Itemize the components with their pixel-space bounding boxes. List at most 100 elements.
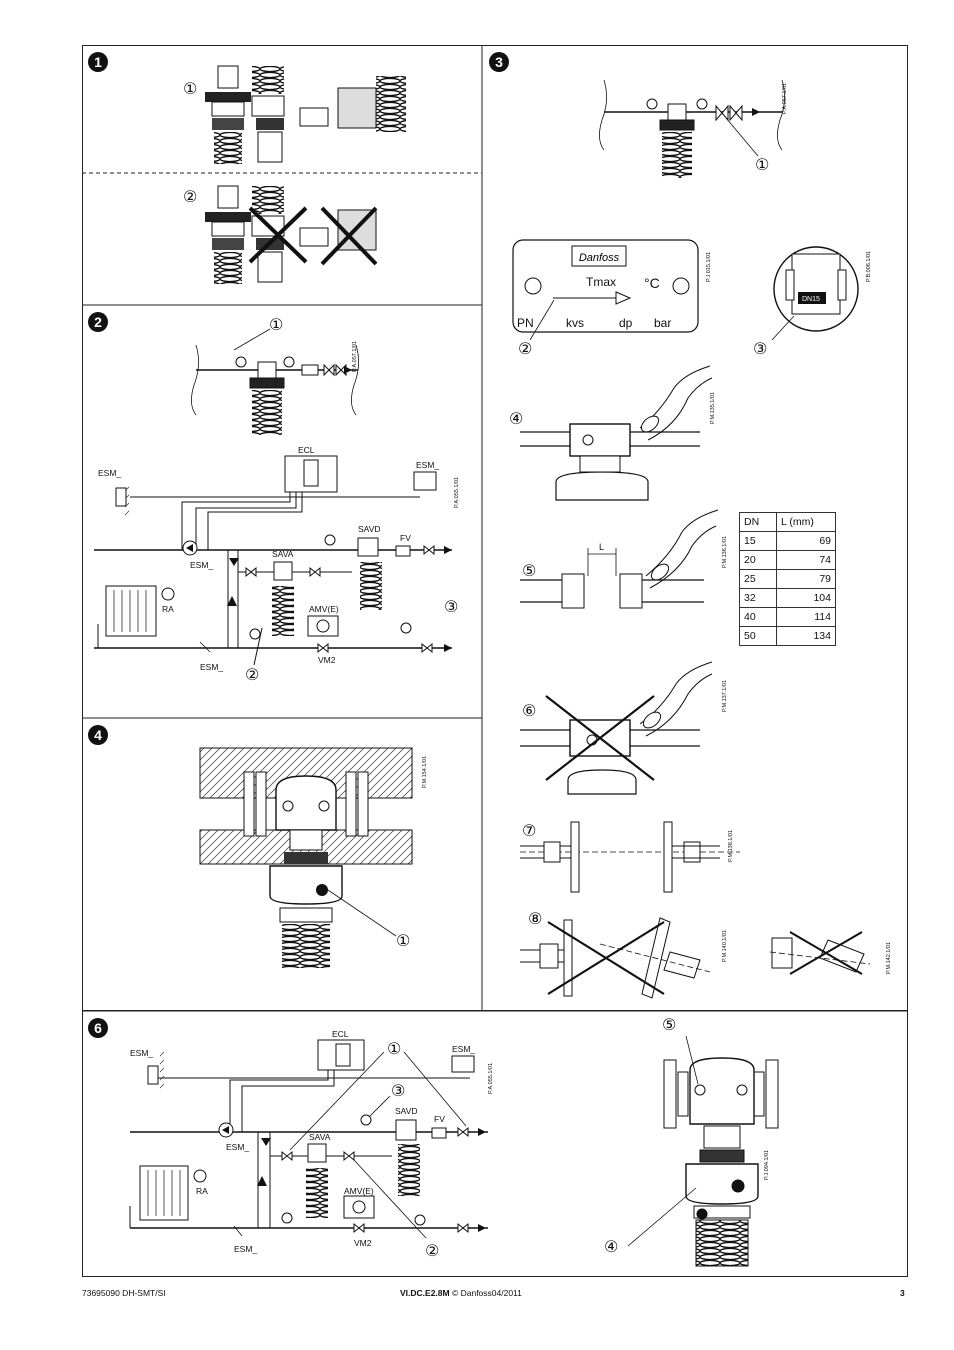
cell-length: 74 bbox=[776, 550, 836, 570]
label-sava: SAVA bbox=[272, 549, 294, 559]
callout-1: ① bbox=[755, 157, 769, 174]
label-ra: RA bbox=[162, 604, 174, 614]
footer-copyright: © Danfoss04/2011 bbox=[449, 1288, 522, 1298]
section-3-welding-steps bbox=[520, 365, 871, 999]
label-esm: ESM_ bbox=[200, 662, 223, 672]
label-fv: FV bbox=[400, 533, 411, 543]
cell-dn: 25 bbox=[739, 569, 777, 589]
cell-length: 69 bbox=[776, 531, 836, 551]
label-esm: ESM_ bbox=[130, 1048, 153, 1058]
label-vm2: VM2 bbox=[318, 655, 336, 665]
cell-dn: 32 bbox=[739, 588, 777, 608]
cell-length: 79 bbox=[776, 569, 836, 589]
page-number: 3 bbox=[900, 1288, 905, 1298]
cell-dn: 50 bbox=[739, 626, 777, 646]
callout-2: ② bbox=[245, 667, 259, 684]
cell-length: 104 bbox=[776, 588, 836, 608]
label-fv: FV bbox=[434, 1114, 445, 1124]
label-esm: ESM_ bbox=[226, 1142, 249, 1152]
label-ra: RA bbox=[196, 1186, 208, 1196]
label-amv: AMV(E) bbox=[309, 604, 339, 614]
callout-1: ① bbox=[269, 317, 283, 334]
footer-center: VI.DC.E2.8M © Danfoss04/2011 bbox=[400, 1288, 522, 1298]
label-savd: SAVD bbox=[358, 524, 381, 534]
drawing-ref: P.J.094.1/01 bbox=[764, 1150, 770, 1180]
drawing-ref: P.B.006.1/01 bbox=[866, 251, 872, 282]
section-number-6: 6 bbox=[88, 1018, 108, 1038]
label-savd: SAVD bbox=[395, 1106, 418, 1116]
nameplate-bar: bar bbox=[654, 316, 671, 330]
cell-dn: 40 bbox=[739, 607, 777, 627]
section-number-1: 1 bbox=[88, 52, 108, 72]
drawing-ref: P.A.057.1/01 bbox=[782, 83, 788, 114]
callout-1: ① bbox=[396, 933, 410, 950]
nameplate-kvs: kvs bbox=[566, 316, 584, 330]
label-esm: ESM_ bbox=[190, 560, 213, 570]
callout-3: ③ bbox=[444, 599, 458, 616]
section-1-valve-assembly-wrong bbox=[205, 185, 378, 284]
header-length: L (mm) bbox=[776, 512, 836, 532]
table-header-row: DN L (mm) bbox=[739, 512, 836, 532]
nameplate-pn: PN bbox=[517, 316, 534, 330]
label-esm: ESM_ bbox=[234, 1244, 257, 1254]
callout-2: ② bbox=[425, 1243, 439, 1260]
drawing-ref: P.A.057.1/01 bbox=[352, 341, 358, 372]
nameplate-dp: dp bbox=[619, 316, 633, 330]
header-dn: DN bbox=[739, 512, 777, 532]
cell-dn: 15 bbox=[739, 531, 777, 551]
callout-6: ⑥ bbox=[522, 703, 536, 720]
section-3-dn-label-circle bbox=[771, 246, 859, 341]
section-number-4: 4 bbox=[88, 725, 108, 745]
label-sava: SAVA bbox=[309, 1132, 331, 1142]
callout-2: ② bbox=[183, 189, 197, 206]
label-esm: ESM_ bbox=[452, 1044, 475, 1054]
section-number-2: 2 bbox=[88, 312, 108, 332]
drawing-ref: P.A.055.1/01 bbox=[488, 1063, 494, 1094]
callout-4: ④ bbox=[509, 411, 523, 428]
nameplate-tmax: Tmax bbox=[586, 275, 616, 289]
drawing-ref: P.M.138.1/01 bbox=[728, 830, 734, 862]
dn-label-text: DN15 bbox=[802, 296, 820, 303]
drawing-ref: P.M.137.1/01 bbox=[722, 680, 728, 712]
label-vm2: VM2 bbox=[354, 1238, 372, 1248]
callout-7: ⑦ bbox=[522, 823, 536, 840]
svg-text:Danfoss: Danfoss bbox=[579, 252, 620, 264]
callout-8: ⑧ bbox=[528, 911, 542, 928]
footer-doc-id: VI.DC.E2.8M bbox=[400, 1288, 450, 1298]
section-2-system-diagram bbox=[94, 455, 452, 666]
section-6-valve-detail bbox=[627, 1035, 779, 1267]
section-6-frame bbox=[82, 1011, 908, 1277]
cell-length: 114 bbox=[776, 607, 836, 627]
dimension-l: L bbox=[599, 542, 604, 552]
cell-dn: 20 bbox=[739, 550, 777, 570]
drawing-ref: P.M.142.1/01 bbox=[886, 942, 892, 974]
label-ecl: ECL bbox=[298, 445, 315, 455]
footer-document-code: 73695090 DH-SMT/SI bbox=[82, 1288, 166, 1298]
drawing-ref: P.M.135.1/01 bbox=[710, 392, 716, 424]
label-ecl: ECL bbox=[332, 1029, 349, 1039]
nameplate-deg: °C bbox=[644, 275, 660, 291]
drawing-ref: P.M.154.1/01 bbox=[422, 756, 428, 788]
label-amv: AMV(E) bbox=[344, 1186, 374, 1196]
callout-2: ② bbox=[518, 341, 532, 358]
drawing-ref: P.A.055.1/01 bbox=[454, 477, 460, 508]
callout-1: ① bbox=[387, 1041, 401, 1058]
callout-1: ① bbox=[183, 81, 197, 98]
callout-4: ④ bbox=[604, 1239, 618, 1256]
label-esm: ESM_ bbox=[416, 460, 439, 470]
callout-3: ③ bbox=[753, 341, 767, 358]
section-6-system-diagram bbox=[129, 1039, 488, 1239]
cell-length: 134 bbox=[776, 626, 836, 646]
drawing-ref: P.M.136.1/01 bbox=[722, 536, 728, 568]
callout-5: ⑤ bbox=[662, 1017, 676, 1034]
section-3-piping-sketch bbox=[599, 79, 785, 178]
section-number-3: 3 bbox=[489, 52, 509, 72]
callout-5: ⑤ bbox=[522, 563, 536, 580]
section-2-piping-sketch bbox=[191, 328, 359, 435]
